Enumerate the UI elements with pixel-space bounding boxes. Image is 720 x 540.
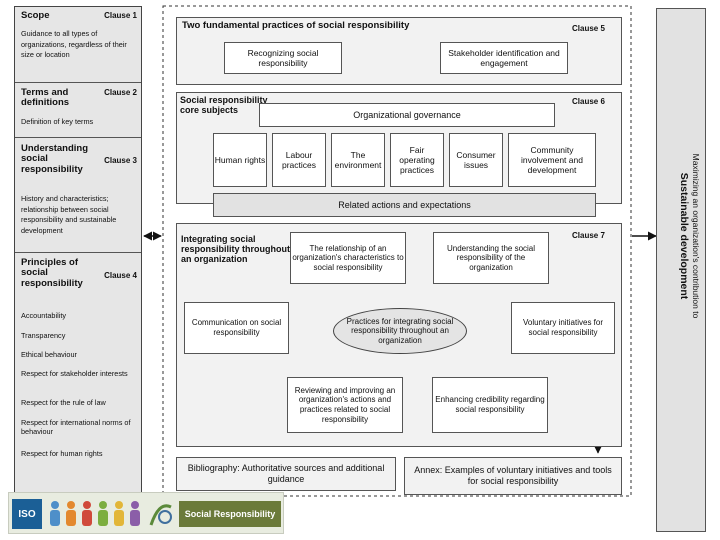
reviewing-box: Reviewing and improving an organization'… xyxy=(287,377,403,433)
clause5-title: Two fundamental practices of social resp… xyxy=(182,20,410,31)
principle-item: Respect for human rights xyxy=(21,449,103,458)
stakeholder-box: Stakeholder identification and engagemen… xyxy=(440,42,568,74)
recognizing-box: Recognizing social responsibility xyxy=(224,42,342,74)
clause7-clause: Clause 7 xyxy=(572,231,605,240)
understanding-clause: Clause 3 xyxy=(104,156,137,165)
understanding-section: Understanding social responsibility Clau… xyxy=(15,138,141,253)
understanding-body: History and characteristics; relationshi… xyxy=(21,194,117,235)
principle-item: Transparency xyxy=(21,331,66,340)
footer-banner: ISO Social Responsibility xyxy=(8,492,284,534)
social-responsibility-label: Social Responsibility xyxy=(179,501,281,527)
scope-body: Guidance to all types of organizations, … xyxy=(21,29,127,60)
terms-title: Terms and definitions xyxy=(21,87,70,109)
principles-section: Principles of social responsibility Clau… xyxy=(15,253,141,531)
subject-fair-operating: Fair operating practices xyxy=(390,133,444,187)
scope-title: Scope xyxy=(21,10,50,21)
principle-item: Respect for the rule of law xyxy=(21,398,106,407)
subject-environment: The environment xyxy=(331,133,385,187)
annex-box: Annex: Examples of voluntary initiatives… xyxy=(404,457,622,495)
principle-item: Respect for international norms of behav… xyxy=(21,418,131,437)
understanding-box: Understanding the social responsibility … xyxy=(433,232,549,284)
subject-labour: Labour practices xyxy=(272,133,326,187)
people-figures-icon xyxy=(50,501,172,526)
scope-section: Scope Clause 1 Guidance to all types of … xyxy=(15,7,141,83)
related-actions-box: Related actions and expectations xyxy=(213,193,596,217)
clause6-clause: Clause 6 xyxy=(572,97,605,106)
clause7-title: Integrating social responsibility throug… xyxy=(181,234,290,264)
subject-human-rights: Human rights xyxy=(213,133,267,187)
terms-section: Terms and definitions Clause 2 Definitio… xyxy=(15,83,141,138)
terms-clause: Clause 2 xyxy=(104,88,137,97)
center-ellipse: Practices for integrating social respons… xyxy=(333,308,467,354)
clause6-title: Social responsibility core subjects xyxy=(180,95,268,115)
right-panel-line2: Sustainable development xyxy=(677,172,690,300)
principles-title: Principles of social responsibility xyxy=(21,257,83,289)
principles-clause: Clause 4 xyxy=(104,271,137,280)
scope-clause: Clause 1 xyxy=(104,11,137,20)
bibliography-box: Bibliography: Authoritative sources and … xyxy=(176,457,396,491)
iso-logo: ISO xyxy=(12,499,42,529)
subject-community: Community involvement and development xyxy=(508,133,596,187)
relationship-box: The relationship of an organization's ch… xyxy=(290,232,406,284)
left-column: Scope Clause 1 Guidance to all types of … xyxy=(14,6,142,532)
principle-item: Accountability xyxy=(21,311,67,320)
governance-box: Organizational governance xyxy=(259,103,555,127)
principle-item: Respect for stakeholder interests xyxy=(21,369,128,378)
terms-body: Definition of key terms xyxy=(21,117,94,126)
sustainable-development-text: Maximizing an organization's contributio… xyxy=(661,56,701,416)
understanding-title: Understanding social responsibility xyxy=(21,143,89,175)
clause5-clause: Clause 5 xyxy=(572,24,605,33)
right-panel-line1: Maximizing an organization's contributio… xyxy=(691,153,701,319)
voluntary-box: Voluntary initiatives for social respons… xyxy=(511,302,615,354)
subject-consumer: Consumer issues xyxy=(449,133,503,187)
sustainable-development-panel xyxy=(656,8,706,532)
communication-box: Communication on social responsibility xyxy=(184,302,289,354)
credibility-box: Enhancing credibility regarding social r… xyxy=(432,377,548,433)
center-dashed-frame xyxy=(162,5,632,497)
principle-item: Ethical behaviour xyxy=(21,350,77,359)
